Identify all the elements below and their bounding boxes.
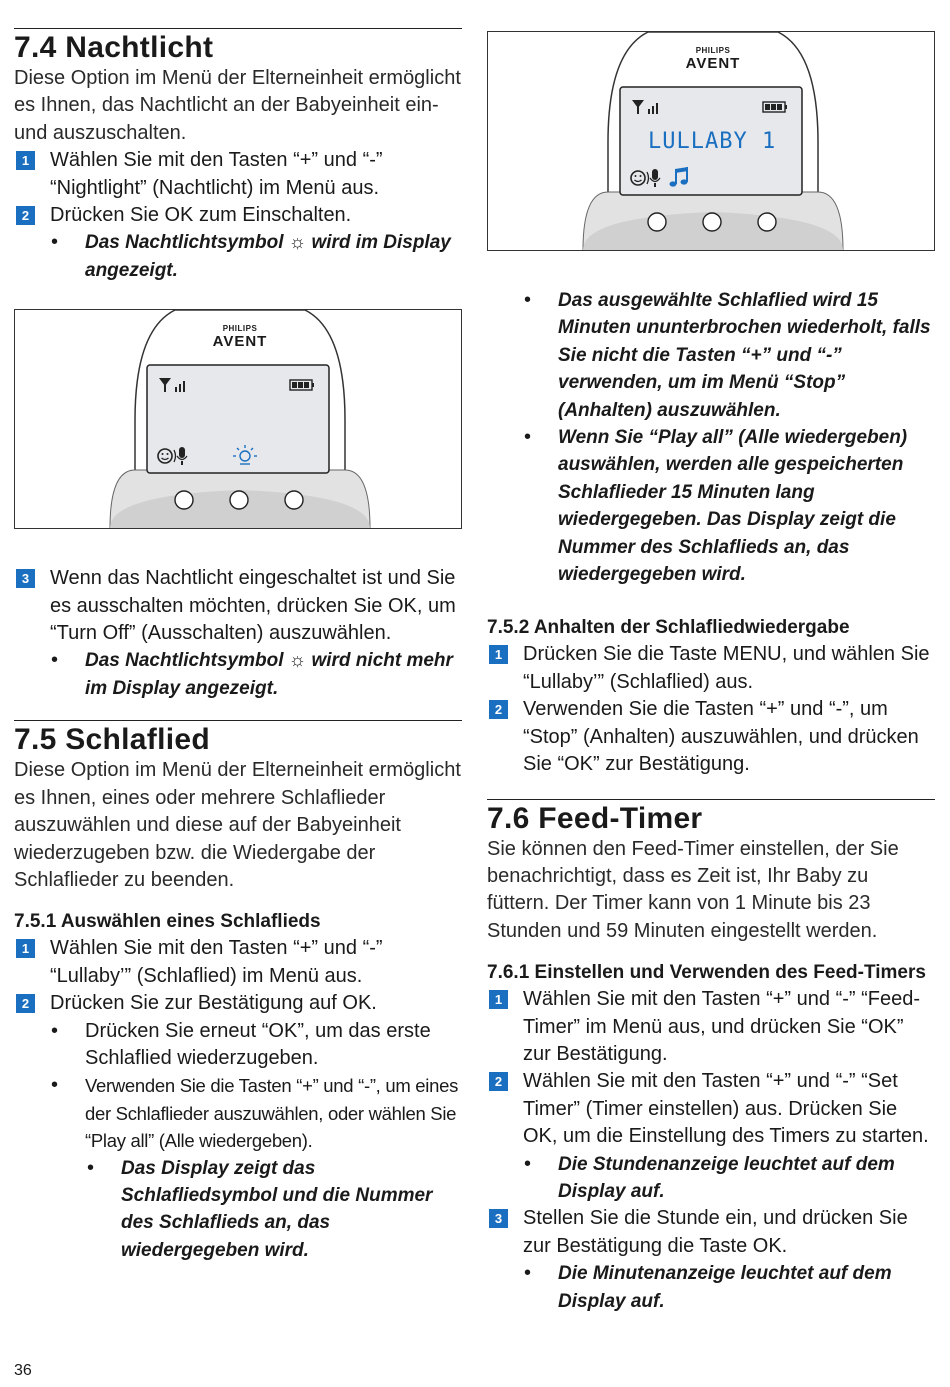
- section-intro: Diese Option im Menü der Elterneinheit e…: [14, 67, 461, 144]
- sub-bullet: • Drücken Sie erneut “OK”, um das erste …: [14, 1018, 462, 1073]
- sub-bullet: • Verwenden Sie die Tasten “+” und “-”, …: [14, 1072, 462, 1154]
- device-illustration-lullaby: PHILIPS AVENT LULLABY 1: [487, 31, 935, 251]
- step-number: 2: [16, 994, 35, 1014]
- baby-voice-icon: [630, 169, 661, 187]
- section-intro: Sie können den Feed-Timer einstellen, de…: [487, 837, 899, 942]
- step-text: Drücken Sie die Taste MENU, und wählen S…: [523, 643, 930, 693]
- step-number: 2: [489, 1072, 508, 1092]
- step-number: 2: [489, 700, 508, 720]
- step-item: 3 Stellen Sie die Stunde ein, und drücke…: [487, 1205, 935, 1260]
- subsection-title: 7.5.2 Anhalten der Schlafliedwiedergabe: [487, 617, 850, 639]
- left-column: 7.4 Nachtlicht Diese Option im Menü der …: [14, 28, 462, 1264]
- section-rule: [487, 798, 935, 800]
- brand-philips: PHILIPS: [222, 324, 258, 334]
- music-note-icon: [669, 167, 688, 187]
- step-item: 1 Drücken Sie die Taste MENU, und wählen…: [487, 641, 935, 696]
- device-button: [647, 212, 667, 232]
- result-bullet: • Das Nachtlichtsymbol ☼ wird im Display…: [51, 231, 451, 281]
- section-rule: [14, 720, 462, 722]
- bullet-text: Wenn Sie “Play all” (Alle wiedergeben) a…: [558, 427, 908, 586]
- step-item: 2 Wählen Sie mit den Tasten “+” und “-” …: [487, 1068, 935, 1150]
- bullet-text: Das Nachtlichtsymbol ☼ wird nicht mehr i…: [85, 650, 453, 699]
- step-text: Verwenden Sie die Tasten “+” und “-”, um…: [523, 698, 919, 776]
- step-item: 2 Drücken Sie OK zum Einschalten.: [14, 202, 462, 229]
- section-title-nachtlicht: 7.4 Nachtlicht: [14, 31, 214, 64]
- result-bullet: • Das ausgewählte Schlaflied wird 15 Min…: [524, 289, 931, 421]
- step-number: 3: [16, 569, 35, 589]
- result-bullet: • Die Stundenanzeige leuchtet auf dem Di…: [524, 1152, 895, 1202]
- step-item: 1 Wählen Sie mit den Tasten “+” und “-” …: [487, 986, 935, 1068]
- step-number: 1: [16, 939, 35, 959]
- subsection-title: 7.5.1 Auswählen eines Schlaflieds: [14, 911, 321, 933]
- baby-voice-icon: [157, 447, 188, 466]
- step-text: Drücken Sie zur Bestätigung auf OK.: [50, 992, 377, 1015]
- step-item: 2 Verwenden Sie die Tasten “+” und “-”, …: [487, 696, 935, 778]
- section-intro: Diese Option im Menü der Elterneinheit e…: [14, 759, 461, 891]
- section-title-schlaflied: 7.5 Schlaflied: [14, 723, 210, 757]
- result-bullet: • Das Nachtlichtsymbol ☼ wird nicht mehr…: [51, 649, 453, 699]
- result-bullet: • Das Display zeigt das Schlafliedsymbol…: [87, 1156, 433, 1261]
- battery-icon: [762, 101, 787, 113]
- step-text: Stellen Sie die Stunde ein, und drücken …: [523, 1207, 908, 1257]
- brand-avent: AVENT: [212, 333, 268, 351]
- step-text: Wählen Sie mit den Tasten “+” und “-” “F…: [523, 988, 921, 1065]
- bullet-text: Das ausgewählte Schlaflied wird 15 Minut…: [558, 290, 931, 421]
- step-number: 1: [489, 990, 508, 1010]
- step-item: 3 Wenn das Nachtlicht eingeschaltet ist …: [14, 565, 462, 647]
- bullet-text: Das Display zeigt das Schlafliedsymbol u…: [121, 1157, 433, 1261]
- signal-icon: [632, 100, 658, 114]
- bullet-text: Die Minutenanzeige leuchtet auf dem Disp…: [558, 1263, 892, 1312]
- step-item: 1 Wählen Sie mit den Tasten “+” und “-” …: [14, 935, 462, 990]
- subsection-title: 7.6.1 Einstellen und Verwenden des Feed-…: [487, 962, 926, 984]
- device-illustration-nightlight: PHILIPS AVENT: [14, 309, 462, 530]
- bullet-text: Das Nachtlichtsymbol ☼ wird im Display a…: [85, 232, 451, 281]
- result-bullet: • Wenn Sie “Play all” (Alle wiedergeben)…: [524, 426, 908, 586]
- device-button: [757, 212, 777, 232]
- result-bullet: • Die Minutenanzeige leuchtet auf dem Di…: [524, 1262, 892, 1312]
- step-text: Wählen Sie mit den Tasten “+” und “-” “S…: [523, 1070, 929, 1148]
- baby-monitor-drawing: [109, 310, 371, 529]
- battery-icon: [289, 379, 314, 391]
- step-text: Wenn das Nachtlicht eingeschaltet ist un…: [50, 567, 456, 645]
- section-rule: [14, 28, 462, 29]
- step-number: 3: [489, 1209, 508, 1229]
- step-item: 1 Wählen Sie mit den Tasten “+” und “-” …: [14, 147, 462, 202]
- section-title-feed-timer: 7.6 Feed-Timer: [487, 801, 703, 835]
- step-number: 1: [16, 151, 35, 171]
- brand-philips: PHILIPS: [695, 46, 731, 55]
- baby-monitor-drawing: [582, 32, 844, 250]
- page-number: 36: [14, 1362, 32, 1379]
- step-item: 2 Drücken Sie zur Bestätigung auf OK.: [14, 990, 462, 1017]
- bullet-text: Die Stundenanzeige leuchtet auf dem Disp…: [558, 1153, 895, 1202]
- step-number: 1: [489, 645, 508, 665]
- lcd-screen-text: LULLABY 1: [648, 129, 777, 154]
- device-button: [284, 490, 304, 510]
- bullet-text: Verwenden Sie die Tasten “+” und “-”, um…: [85, 1075, 459, 1152]
- device-button: [174, 490, 194, 510]
- device-button: [702, 212, 722, 232]
- nightlight-icon: [233, 445, 257, 465]
- signal-icon: [159, 378, 185, 393]
- device-button: [229, 490, 249, 510]
- brand-avent: AVENT: [685, 55, 741, 72]
- step-text: Wählen Sie mit den Tasten “+” und “-” “N…: [50, 149, 383, 199]
- step-text: Wählen Sie mit den Tasten “+” und “-” “L…: [50, 937, 383, 987]
- step-text: Drücken Sie OK zum Einschalten.: [50, 204, 352, 227]
- bullet-text: Drücken Sie erneut “OK”, um das erste Sc…: [85, 1019, 431, 1069]
- step-number: 2: [16, 206, 35, 226]
- right-column: PHILIPS AVENT LULLABY 1 • Das ausgewählt…: [487, 31, 935, 1315]
